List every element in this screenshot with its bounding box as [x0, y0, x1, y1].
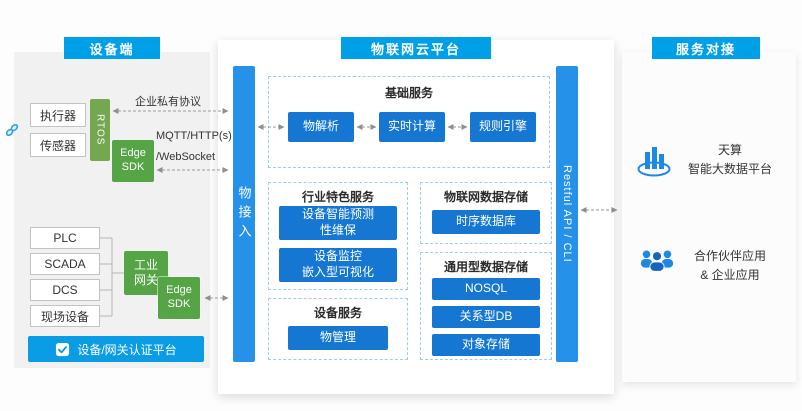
mqtt-protocol-label: MQTT/HTTP(s) — [156, 130, 232, 142]
nosql-node: NOSQL — [432, 278, 540, 300]
shield-check-icon — [55, 342, 70, 357]
building-bars-icon — [636, 140, 672, 183]
thing-management-node: 物管理 — [288, 326, 388, 350]
private-protocol-label: 企业私有协议 — [135, 96, 201, 108]
gateway-edge-sdk-node: Edge SDK — [158, 277, 200, 319]
device-services-title: 设备服务 — [313, 306, 362, 320]
thing-access-bar: 物接入 — [233, 66, 255, 362]
relational-db-node: 关系型DB — [432, 306, 540, 328]
scada-node: SCADA — [30, 253, 100, 275]
general-storage-title: 通用型数据存储 — [443, 260, 528, 274]
restful-api-cli-bar: Restful API / CLI — [556, 66, 578, 362]
realtime-compute-node: 实时计算 — [379, 112, 445, 142]
bigdata-platform-label: 天算 智能大数据平台 — [687, 143, 772, 176]
partner-apps-label: 合作伙伴应用 & 企业应用 — [693, 249, 766, 282]
basic-services-title: 基础服务 — [384, 86, 433, 100]
dcs-node: DCS — [30, 279, 100, 301]
auth-platform-bar: 设备/网关认证平台 — [28, 336, 204, 362]
rule-engine-node: 规则引擎 — [470, 112, 536, 142]
timeseries-db-node: 时序数据库 — [432, 210, 540, 234]
chain-link-icon — [4, 122, 20, 138]
device-section-header: 设备端 — [64, 37, 160, 59]
edge-sdk-node: Edge SDK — [112, 140, 154, 182]
restful-api-cli-label: Restful API / CLI — [561, 165, 573, 263]
websocket-label: /WebSocket — [156, 151, 216, 163]
services-section-header: 服务对接 — [652, 37, 760, 59]
thing-parsing-node: 物解析 — [288, 112, 354, 142]
object-storage-node: 对象存储 — [432, 334, 540, 356]
iot-storage-title: 物联网数据存储 — [443, 190, 528, 204]
industry-services-title: 行业特色服务 — [301, 190, 374, 204]
rtos-label: RTOS — [94, 114, 106, 146]
device-monitor-visual-node: 设备监控 嵌入型可视化 — [279, 248, 397, 282]
rtos-bar: RTOS — [90, 99, 110, 161]
actuator-node: 执行器 — [30, 103, 86, 127]
thing-access-label: 物接入 — [236, 185, 252, 243]
field-devices-node: 现场设备 — [30, 305, 100, 327]
auth-platform-label: 设备/网关认证平台 — [77, 342, 177, 357]
cloud-section-header: 物联网云平台 — [341, 37, 491, 59]
services-panel — [622, 52, 796, 382]
plc-node: PLC — [30, 227, 100, 249]
predictive-maintenance-node: 设备智能预测 性维保 — [279, 206, 397, 240]
people-group-icon — [638, 244, 676, 281]
sensor-node: 传感器 — [30, 133, 86, 157]
